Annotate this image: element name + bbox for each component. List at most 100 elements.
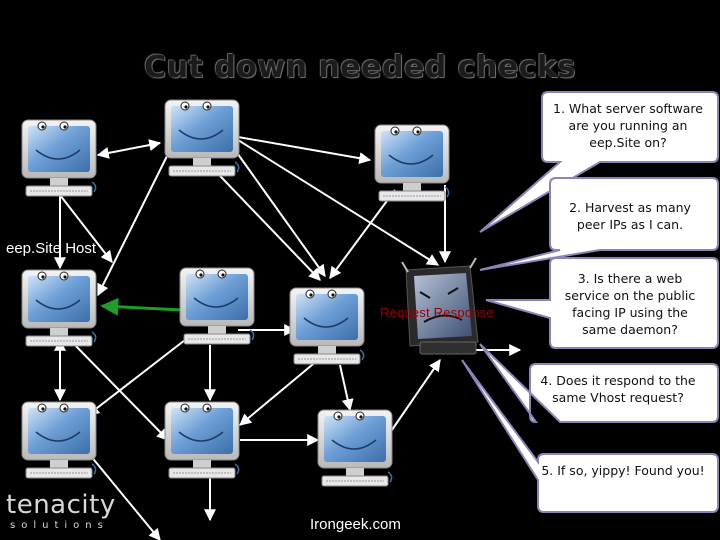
smile bbox=[388, 154, 434, 165]
smile bbox=[303, 317, 349, 328]
mouse-cable bbox=[249, 329, 255, 341]
mouse-cable bbox=[91, 463, 97, 475]
mouse-cable bbox=[234, 463, 240, 475]
smile bbox=[331, 439, 377, 450]
footer-credit: Irongeek.com bbox=[310, 516, 401, 533]
highlight-arrow bbox=[100, 297, 183, 316]
network-link bbox=[384, 359, 441, 441]
bubble-1-text: 1. What server software are you running … bbox=[553, 101, 703, 150]
speech-bubbles bbox=[461, 91, 719, 513]
network-link bbox=[97, 149, 171, 297]
speech-bubble-2 bbox=[479, 177, 719, 271]
right-pupil bbox=[206, 105, 210, 109]
angry-brows bbox=[419, 287, 459, 299]
right-pupil bbox=[331, 293, 335, 297]
left-pupil bbox=[184, 407, 188, 411]
left-pupil bbox=[199, 273, 203, 277]
right-pupil bbox=[206, 407, 210, 411]
horns bbox=[401, 257, 477, 273]
left-pupil bbox=[41, 407, 45, 411]
monitor-stand bbox=[50, 328, 68, 336]
computers bbox=[21, 99, 479, 487]
slide-title: Cut down needed checks bbox=[144, 50, 576, 85]
eepsite-host-label: eep.Site Host bbox=[6, 240, 97, 257]
pc-top-right bbox=[374, 124, 450, 202]
logo-subtitle: solutions bbox=[10, 520, 109, 531]
bubble-3-text: 3. Is there a web service on the public … bbox=[564, 271, 696, 337]
mouse-cable bbox=[359, 349, 365, 361]
monitor-stand bbox=[318, 346, 336, 354]
network-link bbox=[96, 139, 162, 159]
attacker-computer bbox=[401, 257, 479, 355]
mouse-cable bbox=[234, 161, 240, 173]
network-link bbox=[234, 149, 326, 277]
speech-bubble-1 bbox=[479, 91, 719, 233]
bubble-2-text: 2. Harvest as many peer IPs as I can. bbox=[569, 200, 691, 232]
network-link bbox=[59, 194, 113, 263]
network-link bbox=[239, 359, 319, 426]
left-pupil bbox=[337, 415, 341, 419]
smile bbox=[35, 431, 81, 442]
monitor-screen bbox=[324, 416, 386, 462]
pc-bottom-center bbox=[164, 401, 240, 479]
monitor-stand bbox=[50, 460, 68, 468]
mouse-cable bbox=[387, 471, 393, 483]
monitor-screen bbox=[171, 106, 233, 152]
monitor-stand bbox=[50, 178, 68, 186]
right-pupil bbox=[63, 275, 67, 279]
monitor-stand bbox=[208, 326, 226, 334]
tenacity-logo: tenacity solutions bbox=[6, 490, 116, 531]
smile bbox=[193, 297, 239, 308]
smile bbox=[178, 431, 224, 442]
pc-middle-2 bbox=[289, 287, 365, 365]
request-response-label: Request Response bbox=[380, 305, 494, 320]
left-pupil bbox=[41, 275, 45, 279]
right-pupil bbox=[416, 130, 420, 134]
right-pupil bbox=[221, 273, 225, 277]
smile bbox=[35, 299, 81, 310]
attacker-screen bbox=[414, 273, 472, 339]
speech-bubble-5 bbox=[461, 359, 719, 513]
monitor-screen bbox=[186, 274, 248, 320]
speech-bubble-3 bbox=[485, 257, 719, 349]
network-link bbox=[329, 189, 396, 279]
smile bbox=[35, 149, 81, 160]
left-pupil bbox=[394, 130, 398, 134]
monitor-screen bbox=[171, 408, 233, 454]
monitor-stand bbox=[193, 158, 211, 166]
bubble-5-text: 5. If so, yippy! Found you! bbox=[541, 463, 705, 478]
monitor-screen bbox=[28, 276, 90, 322]
network-link bbox=[87, 339, 186, 416]
network-link bbox=[237, 139, 440, 266]
monitor-screen bbox=[381, 131, 443, 177]
pc-bottom-left bbox=[21, 401, 97, 479]
pc-middle-1 bbox=[179, 267, 255, 345]
speech-bubble-4 bbox=[479, 343, 719, 424]
network-link bbox=[237, 136, 372, 165]
monitor-screen bbox=[28, 408, 90, 454]
left-pupil bbox=[41, 125, 45, 129]
right-pupil bbox=[359, 415, 363, 419]
smile bbox=[178, 129, 224, 140]
mouse-cable bbox=[91, 331, 97, 343]
frown bbox=[423, 314, 463, 323]
bubble-4-text: 4. Does it respond to the same Vhost req… bbox=[540, 373, 696, 405]
mouse-cable bbox=[91, 181, 97, 193]
right-pupil bbox=[63, 125, 67, 129]
pc-top-left bbox=[21, 119, 97, 197]
attacker-keyboard bbox=[419, 341, 477, 355]
mouse-cable bbox=[444, 186, 450, 198]
left-pupil bbox=[184, 105, 188, 109]
monitor-screen bbox=[28, 126, 90, 172]
network-link bbox=[339, 364, 354, 412]
monitor-stand bbox=[346, 468, 364, 476]
pc-top-center bbox=[164, 99, 240, 177]
monitor-stand bbox=[193, 460, 211, 468]
logo-brand: tenacity bbox=[6, 490, 116, 520]
pc-eepsite-host bbox=[21, 269, 97, 347]
left-pupil bbox=[309, 293, 313, 297]
right-pupil bbox=[63, 407, 67, 411]
monitor-stand bbox=[403, 183, 421, 191]
